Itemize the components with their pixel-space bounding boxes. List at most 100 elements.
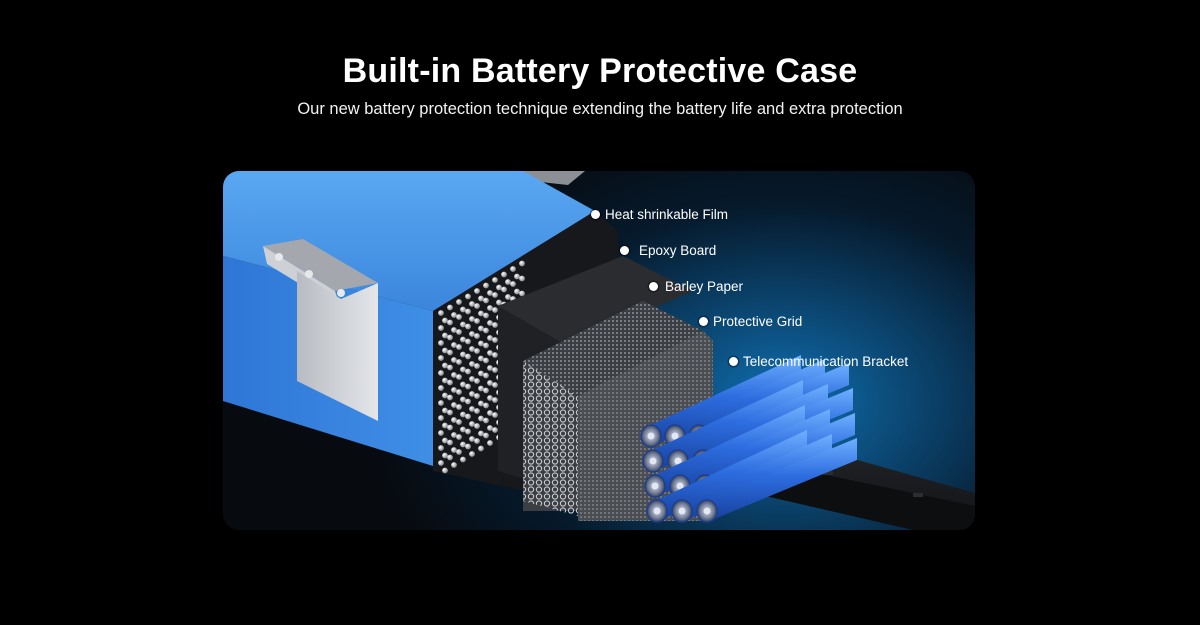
film-pin — [483, 357, 489, 364]
film-pin — [469, 421, 475, 427]
film-pin — [487, 395, 493, 401]
film-pin — [447, 394, 453, 401]
film-pin — [442, 362, 448, 369]
film-pin — [438, 385, 444, 391]
film-pin — [514, 288, 520, 295]
battery-layers-graphic — [223, 171, 975, 530]
film-pin — [451, 387, 457, 393]
film-pin — [451, 402, 457, 408]
film-pin — [492, 337, 498, 343]
film-pin — [442, 332, 448, 339]
film-pin — [483, 282, 489, 289]
callout-dot-icon — [729, 357, 738, 366]
film-pin — [483, 297, 489, 304]
film-pin — [487, 305, 493, 311]
film-pin — [478, 445, 484, 452]
film-pin — [496, 299, 502, 306]
film-pin — [492, 322, 498, 328]
film-pin — [474, 408, 480, 414]
film-pin — [469, 316, 475, 322]
film-pin — [478, 370, 484, 377]
film-pin — [474, 363, 480, 369]
film-pin — [492, 352, 498, 358]
film-pin — [469, 361, 475, 367]
callout-epoxy-board: Epoxy Board — [620, 243, 716, 258]
film-pin — [487, 440, 493, 446]
film-pin — [487, 320, 493, 326]
film-pin — [501, 286, 507, 293]
film-pin — [478, 430, 484, 437]
film-pin — [460, 411, 466, 418]
film-pin — [447, 334, 453, 341]
film-pin — [442, 317, 448, 324]
film-pin — [456, 419, 462, 425]
film-pin — [447, 319, 453, 326]
film-pin — [478, 310, 484, 317]
film-pin — [465, 338, 471, 345]
film-pin — [474, 318, 480, 324]
film-pin — [469, 301, 475, 307]
callout-label: Barley Paper — [665, 279, 744, 294]
film-pin — [487, 290, 493, 296]
film-pin — [519, 260, 525, 267]
film-pin — [474, 288, 480, 294]
film-pin — [460, 351, 466, 358]
film-pin — [438, 445, 444, 451]
callout-protective-grid: Protective Grid — [699, 314, 802, 329]
film-pin — [469, 346, 475, 352]
film-pin — [478, 415, 484, 422]
film-pin — [447, 454, 453, 461]
film-pin — [456, 329, 462, 335]
film-pin — [469, 391, 475, 397]
film-pin — [451, 357, 457, 363]
film-pin — [496, 284, 502, 291]
film-pin — [487, 410, 493, 416]
film-pin — [460, 336, 466, 343]
film-pin — [456, 449, 462, 455]
film-pin — [465, 428, 471, 435]
film-pin — [505, 279, 511, 285]
film-pin — [460, 381, 466, 388]
film-pin — [465, 383, 471, 390]
film-pin — [456, 344, 462, 350]
film-pin — [474, 378, 480, 384]
film-pin — [483, 432, 489, 439]
film-pin — [442, 377, 448, 384]
film-pin — [456, 434, 462, 440]
film-pin — [451, 417, 457, 423]
callout-label: Protective Grid — [713, 314, 803, 329]
film-pin — [438, 400, 444, 406]
film-pin — [478, 340, 484, 347]
page-title: Built-in Battery Protective Case — [342, 52, 858, 90]
film-pin — [510, 281, 516, 287]
film-pin — [438, 460, 444, 466]
film-pin — [478, 355, 484, 362]
film-pin — [478, 400, 484, 407]
film-pin — [460, 456, 466, 463]
film-pin — [438, 310, 444, 316]
film-pin — [483, 372, 489, 379]
page-subtitle: Our new battery protection technique ext… — [297, 100, 903, 118]
film-pin — [442, 422, 448, 429]
film-pin — [483, 312, 489, 319]
film-pin — [451, 372, 457, 378]
film-pin — [510, 266, 516, 272]
film-pin — [469, 436, 475, 442]
film-pin — [447, 349, 453, 356]
film-pin — [451, 432, 457, 438]
film-pin — [469, 376, 475, 382]
callout-dot-icon — [591, 210, 600, 219]
film-pin — [483, 342, 489, 349]
film-pin — [492, 412, 498, 418]
film-pin — [465, 398, 471, 405]
film-pin — [465, 353, 471, 360]
film-pin — [487, 350, 493, 356]
film-pin — [460, 441, 466, 448]
film-pin — [469, 406, 475, 412]
film-pin — [451, 327, 457, 333]
film-pin — [438, 370, 444, 376]
film-pin — [447, 409, 453, 416]
film-pin — [438, 430, 444, 436]
film-pin — [447, 304, 453, 311]
film-pin — [465, 413, 471, 420]
